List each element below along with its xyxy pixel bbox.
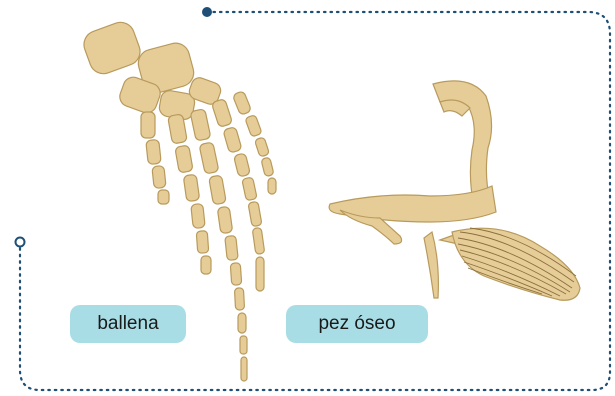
fish-fin-skeleton: [329, 81, 580, 300]
label-pez-oseo: pez óseo: [286, 305, 428, 343]
label-ballena: ballena: [70, 305, 186, 343]
